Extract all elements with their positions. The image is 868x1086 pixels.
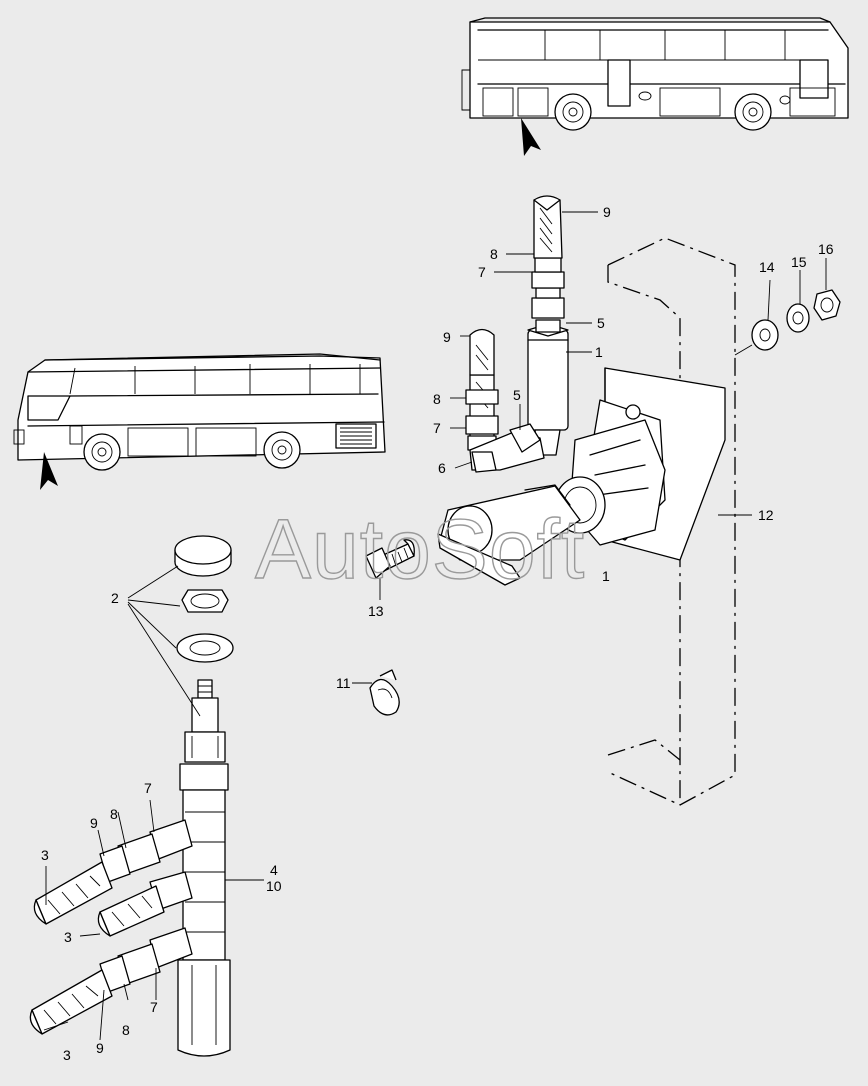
sealing-washer-part <box>176 633 234 663</box>
callout-10: 10 <box>266 878 282 894</box>
callout-8-manifold: 8 <box>110 806 118 822</box>
callout-7-manifold: 7 <box>144 780 152 796</box>
location-arrow-icon <box>40 452 58 490</box>
callout-3-top: 3 <box>41 847 49 863</box>
callout-9-bottom: 9 <box>96 1040 104 1056</box>
branch-hose-middle <box>97 871 193 937</box>
callout-9-manifold: 9 <box>90 815 98 831</box>
branch-hose-upper <box>33 819 193 925</box>
coupling-head-assembly <box>437 367 726 586</box>
callout-7-bottom: 7 <box>150 999 158 1015</box>
callout-4: 4 <box>270 862 278 878</box>
callout-15: 15 <box>791 254 807 270</box>
callout-3-bottom: 3 <box>63 1047 71 1063</box>
callout-2: 2 <box>111 590 119 606</box>
branch-hose-lower <box>29 927 193 1035</box>
callout-8-bottom: 8 <box>122 1022 130 1038</box>
callout-9-upper: 9 <box>603 204 611 220</box>
callout-9-left: 9 <box>443 329 451 345</box>
bus-front-view-illustration <box>13 353 386 490</box>
callout-7-left: 7 <box>433 420 441 436</box>
location-arrow-icon <box>521 118 541 156</box>
protective-cap-part <box>174 535 232 577</box>
washer-nut-set <box>751 289 841 351</box>
callout-14: 14 <box>759 259 775 275</box>
callout-11: 11 <box>336 675 351 691</box>
hex-nut-part <box>181 589 229 613</box>
callout-8-left: 8 <box>433 391 441 407</box>
callout-5-upper: 5 <box>597 315 605 331</box>
leader-lines <box>43 211 827 1041</box>
callout-5-left: 5 <box>513 387 521 403</box>
mounting-bracket-dashed <box>607 237 736 806</box>
bolt-part <box>365 539 415 579</box>
callout-16: 16 <box>818 241 834 257</box>
bus-rear-view-illustration <box>461 17 849 156</box>
callout-12: 12 <box>758 507 774 523</box>
distributor-manifold <box>177 679 231 1057</box>
callout-7-upper: 7 <box>478 264 486 280</box>
left-elbow-fitting <box>465 328 545 473</box>
callout-1-coupling: 1 <box>602 568 610 584</box>
watermark-text: AutoSoft <box>255 502 585 596</box>
callout-6: 6 <box>438 460 446 476</box>
callout-13: 13 <box>368 603 384 619</box>
callout-8-upper: 8 <box>490 246 498 262</box>
callout-1-valve: 1 <box>595 344 603 360</box>
vertical-valve-body <box>527 195 569 456</box>
callout-labels: 9 8 7 5 1 9 8 7 5 6 1 12 13 11 14 15 16 … <box>41 204 834 1063</box>
hose-clip-part <box>369 669 400 716</box>
callout-3-middle: 3 <box>64 929 72 945</box>
